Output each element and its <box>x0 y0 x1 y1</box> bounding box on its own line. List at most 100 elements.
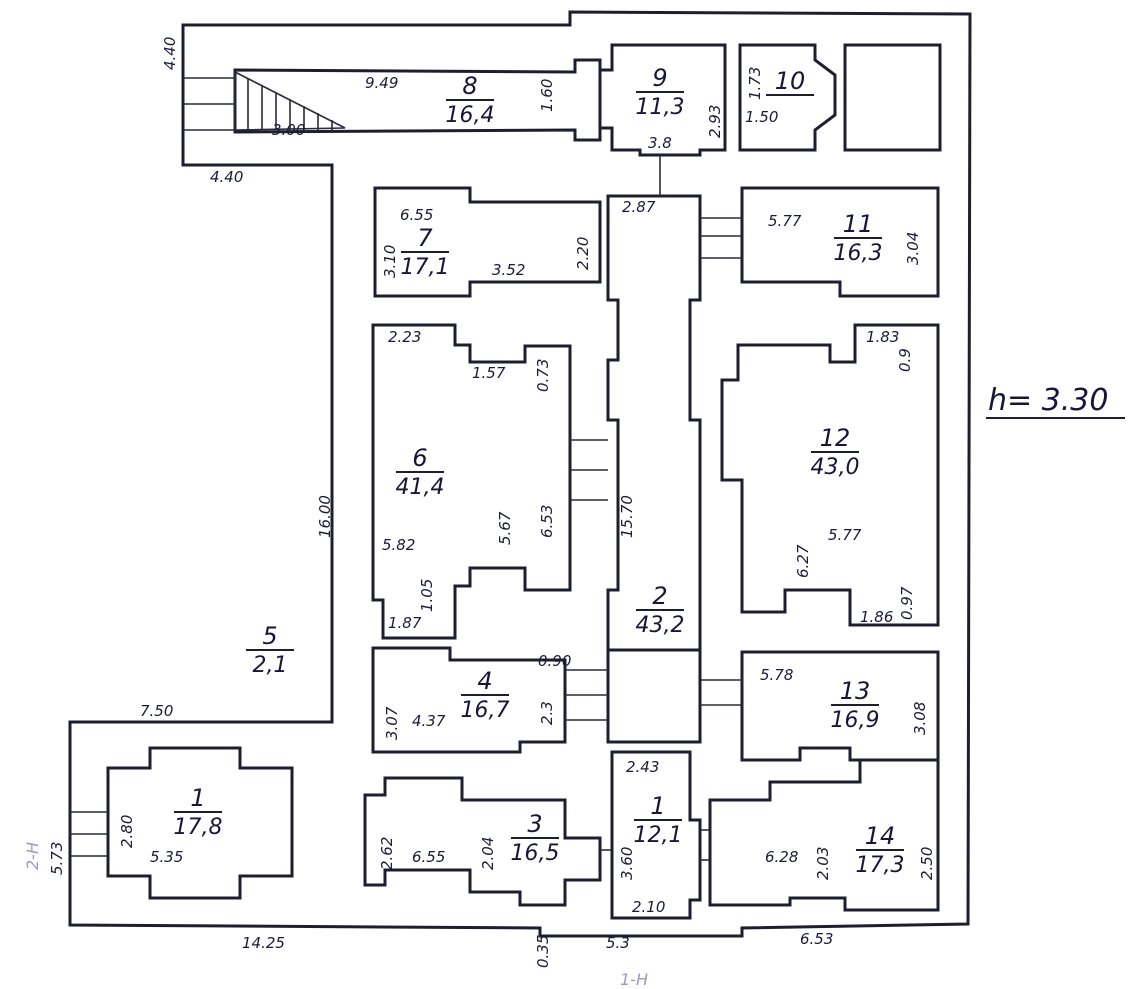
room-7-outline <box>373 186 602 298</box>
dimension-label: 16.00 <box>316 495 334 538</box>
door-ticks <box>565 155 742 861</box>
room-14-outline <box>708 758 940 912</box>
room-area: 17,3 <box>856 853 905 878</box>
room-number: 9 <box>652 64 667 92</box>
dimension-label: 5.35 <box>150 848 183 866</box>
room-label-r1: 117,8 <box>174 784 223 840</box>
dimension-label: 3.8 <box>648 134 672 152</box>
dimension-label: 5.67 <box>496 511 514 545</box>
dimension-label: 6.55 <box>400 206 433 224</box>
room-number: 1 <box>650 792 665 820</box>
room-11-outline <box>740 186 940 298</box>
dimension-label: 1.50 <box>745 108 778 126</box>
room-label-r5: 52,1 <box>246 622 294 678</box>
dimension-label: 2.23 <box>388 328 421 346</box>
dimension-label: 1.87 <box>388 614 422 632</box>
room-area: 12,1 <box>634 823 683 848</box>
room-number: 14 <box>865 822 896 850</box>
room-area: 2,1 <box>253 653 288 678</box>
room-number: 5 <box>262 622 277 650</box>
room-label-r14: 14 17,3 <box>856 822 905 878</box>
dimension-label: 3.07 <box>383 706 401 740</box>
room-label-r10: 10 <box>766 67 814 96</box>
dimension-label: 2.10 <box>632 898 665 916</box>
dimension-label: 3.60 <box>618 847 636 880</box>
room-number: 10 <box>775 67 806 95</box>
dimension-label: 3.00 <box>272 121 305 139</box>
room-number: 1 <box>190 784 205 812</box>
dimension-label: 4.37 <box>412 712 446 730</box>
room-label-r1b: 112,1 <box>634 792 683 848</box>
room-area: 17,8 <box>174 815 223 840</box>
room-area: 16,4 <box>446 103 495 128</box>
room-12-outline <box>720 323 940 627</box>
room-area: 43,0 <box>811 455 860 480</box>
dimension-label: 1.60 <box>538 79 556 112</box>
dimension-label: 2.87 <box>622 198 656 216</box>
room-area: 16,7 <box>461 698 510 723</box>
dimension-label: 2.03 <box>814 847 832 880</box>
dimension-label: 2.04 <box>479 837 497 870</box>
room-area: 16,3 <box>834 241 883 266</box>
room-label-r4: 416,7 <box>461 667 510 723</box>
dimension-label: 0.97 <box>898 586 916 620</box>
room-area: 11,3 <box>636 95 685 120</box>
side-mark-bottom: 1-H <box>620 970 648 989</box>
room-number: 7 <box>417 224 433 252</box>
dimension-label: 2.50 <box>918 847 936 880</box>
room-label-r6: 641,4 <box>396 444 445 500</box>
room-number: 8 <box>462 72 477 100</box>
dimension-label: 0.9 <box>896 348 914 372</box>
dimension-label: 3.08 <box>911 702 929 735</box>
dimension-label: 2.93 <box>706 105 724 138</box>
dimension-label: 6.28 <box>765 848 798 866</box>
room-number: 6 <box>412 444 427 472</box>
room-8-outline <box>233 58 602 142</box>
room-1b-outline <box>610 750 702 920</box>
dimension-label: 5.77 <box>768 212 802 230</box>
dimension-label: 6.53 <box>800 930 833 948</box>
dimension-label: 3.10 <box>381 245 399 278</box>
dimension-label: 2.80 <box>118 815 136 848</box>
room-1-entrance-lines <box>70 811 108 857</box>
dimension-label: 1.57 <box>472 364 506 382</box>
dimension-label: 7.50 <box>140 702 173 720</box>
room-shaft-outline <box>843 43 942 152</box>
dimension-label: 9.49 <box>365 74 398 92</box>
dimension-label: 5.73 <box>48 842 66 875</box>
dimension-label: 1.86 <box>860 608 893 626</box>
room-area: 43,2 <box>636 613 685 638</box>
stair-hatch <box>234 70 346 131</box>
dimension-label: 0.90 <box>538 652 571 670</box>
dimension-label: 5.77 <box>828 526 862 544</box>
dimension-label: 1.73 <box>746 67 764 100</box>
dimension-label: 6.55 <box>412 848 445 866</box>
room-9-outline <box>598 43 727 157</box>
dimension-label: 2.62 <box>378 837 396 870</box>
dimension-label: 1.83 <box>866 328 899 346</box>
dimension-label: 1.05 <box>418 579 436 612</box>
dimension-label: 0.73 <box>534 359 552 392</box>
room-area: 41,4 <box>396 475 445 500</box>
room-label-r12: 12 43,0 <box>811 424 860 480</box>
dimension-label: 6.53 <box>538 505 556 538</box>
room-3-outline <box>363 776 602 907</box>
room-6-outline <box>371 323 572 640</box>
dimension-label: 0.35 <box>534 935 552 968</box>
dimension-label: 3.52 <box>492 261 525 279</box>
side-mark-left: 2-H <box>23 842 42 870</box>
room-number: 12 <box>820 424 851 452</box>
entrance-lines <box>183 77 235 131</box>
room-number: 2 <box>652 582 667 610</box>
dimension-label: 2.43 <box>626 758 659 776</box>
room-13-outline <box>740 650 940 762</box>
room-number: 13 <box>840 677 871 705</box>
dimension-label: 5.78 <box>760 666 793 684</box>
dimension-label: 2.20 <box>574 237 592 270</box>
dimension-label: 5.3 <box>606 934 630 952</box>
dimension-label: 14.25 <box>242 934 285 952</box>
room-number: 4 <box>477 667 492 695</box>
